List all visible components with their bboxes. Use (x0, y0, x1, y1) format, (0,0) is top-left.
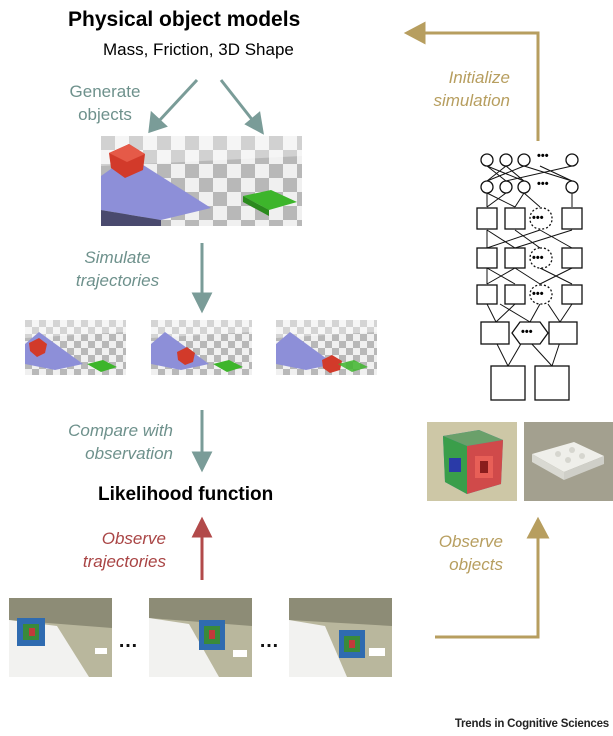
network-dots-row-1: ••• (537, 150, 549, 162)
network-dots-layer-2: ••• (532, 252, 544, 264)
compare-line-1: Compare with (68, 421, 173, 440)
generate-line-2: objects (78, 105, 132, 124)
observe-traj-line-1: Observe (101, 529, 166, 548)
observe-trajectories-arrow (191, 516, 213, 580)
initialize-simulation-label: Initialize simulation (400, 66, 510, 112)
frames-ellipsis-2: … (259, 630, 280, 652)
observe-traj-line-2: trajectories (82, 552, 166, 571)
simulate-line-1: Simulate (84, 248, 151, 267)
generate-line-1: Generate (69, 82, 141, 101)
initialize-line-1: Initialize (448, 68, 510, 87)
generate-arrow-right (219, 79, 264, 135)
simulate-trajectories-label: Simulate trajectories (55, 246, 180, 292)
observe-objects-arrow (435, 516, 550, 639)
generate-arrow-left (148, 78, 199, 134)
network-dots-layer-3: ••• (532, 288, 544, 300)
simulate-arrow (191, 243, 213, 314)
frames-ellipsis-1: … (118, 630, 139, 652)
compare-line-2: observation (85, 444, 173, 463)
simulation-frame-2 (151, 320, 252, 375)
compare-observation-label: Compare with observation (20, 419, 173, 465)
network-nodes (476, 153, 583, 401)
journal-footer: Trends in Cognitive Sciences (454, 718, 609, 730)
observe-objects-label: Observe objects (400, 530, 503, 576)
observe-obj-line-2: objects (449, 555, 503, 574)
simulation-frame-1 (25, 320, 126, 375)
network-dots-layer-4: ••• (521, 326, 533, 338)
compare-arrow (191, 410, 213, 473)
observed-frame-3 (289, 598, 392, 677)
simulate-line-2: trajectories (75, 271, 160, 290)
diagram-subtitle: Mass, Friction, 3D Shape (103, 40, 294, 59)
initialize-simulation-arrow (403, 21, 540, 141)
object-photo-cube (427, 422, 517, 501)
green-block (243, 190, 297, 210)
network-dots-layer-1: ••• (532, 212, 544, 224)
initialize-line-2: simulation (433, 91, 510, 110)
observed-frame-2 (149, 598, 252, 677)
likelihood-function-label: Likelihood function (98, 484, 274, 505)
diagram-title: Physical object models (68, 8, 301, 31)
simulation-render-large (101, 136, 302, 226)
observe-trajectories-label: Observe trajectories (40, 527, 166, 573)
generate-objects-label: Generate objects (45, 80, 165, 126)
observed-frame-1 (9, 598, 112, 677)
simulation-frame-3 (276, 320, 377, 375)
render-large-svg (101, 136, 302, 226)
network-edges (486, 165, 573, 367)
network-dots-row-2: ••• (537, 178, 549, 190)
observe-obj-line-1: Observe (438, 532, 503, 551)
object-photo-foam (524, 422, 613, 501)
